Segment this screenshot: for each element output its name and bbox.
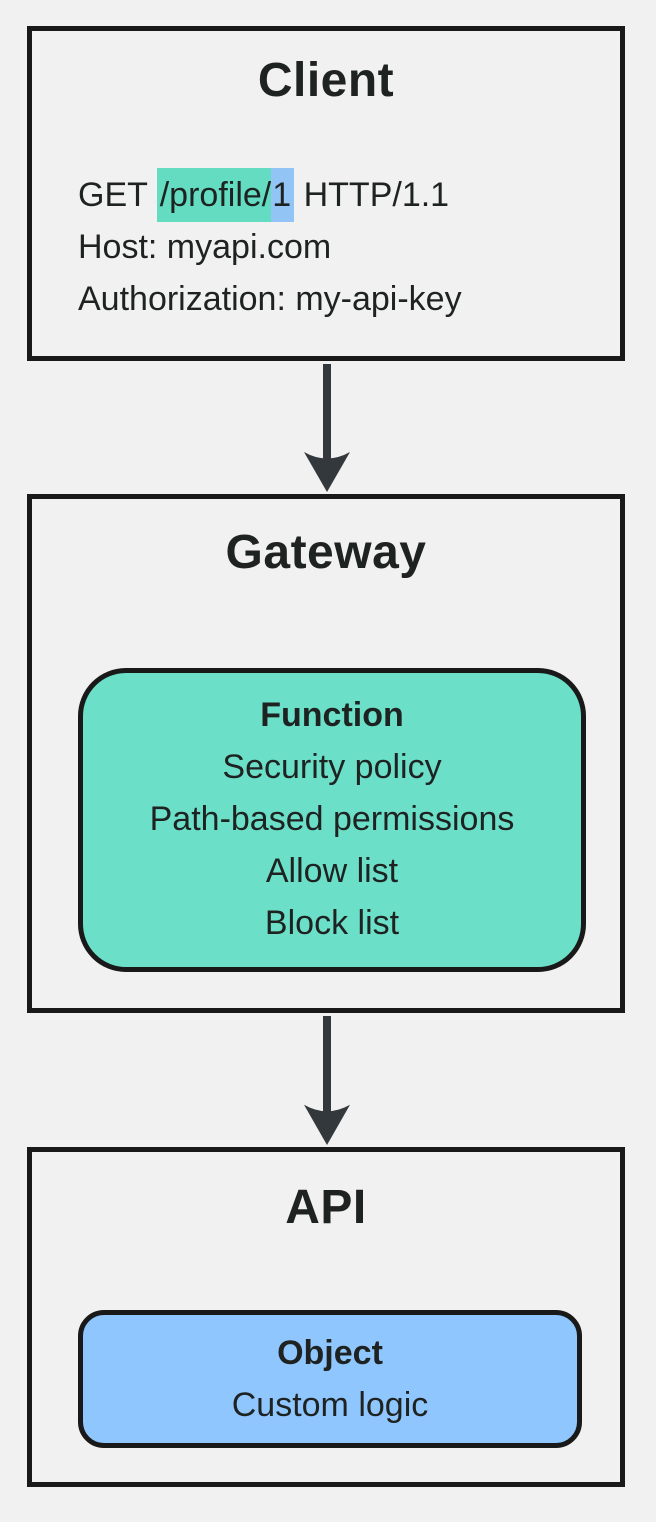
function-box-title: Function	[260, 696, 404, 734]
api-node: API Object Custom logic	[27, 1147, 625, 1487]
function-box-item: Security policy	[222, 748, 442, 786]
function-box-item: Path-based permissions	[149, 800, 515, 838]
request-id-highlight: 1	[271, 168, 295, 222]
gateway-node-title: Gateway	[225, 526, 427, 579]
http-request-block: GET /profile/1 HTTP/1.1 Host: myapi.com …	[78, 168, 462, 325]
arrow-gateway-to-api	[303, 1016, 351, 1145]
arrow-client-to-gateway	[303, 364, 351, 492]
client-node: Client GET /profile/1 HTTP/1.1 Host: mya…	[27, 26, 625, 361]
api-node-title: API	[285, 1181, 367, 1234]
host-header-line: Host: myapi.com	[78, 228, 332, 266]
request-path-highlight: /profile/	[156, 168, 272, 222]
function-box-item: Block list	[264, 904, 400, 942]
request-line: GET /profile/1 HTTP/1.1	[78, 168, 462, 222]
down-arrow-icon	[304, 364, 350, 492]
authorization-header-line: Authorization: my-api-key	[78, 280, 462, 318]
object-box-title: Object	[277, 1334, 383, 1372]
object-box: Object Custom logic	[78, 1310, 582, 1448]
client-node-title: Client	[257, 54, 395, 107]
request-protocol: HTTP/1.1	[294, 176, 450, 214]
request-method: GET	[78, 176, 157, 214]
down-arrow-icon	[304, 1016, 350, 1145]
gateway-node: Gateway Function Security policy Path-ba…	[27, 494, 625, 1013]
function-box: Function Security policy Path-based perm…	[78, 668, 586, 972]
function-box-item: Allow list	[265, 852, 399, 890]
object-box-item: Custom logic	[231, 1386, 429, 1424]
